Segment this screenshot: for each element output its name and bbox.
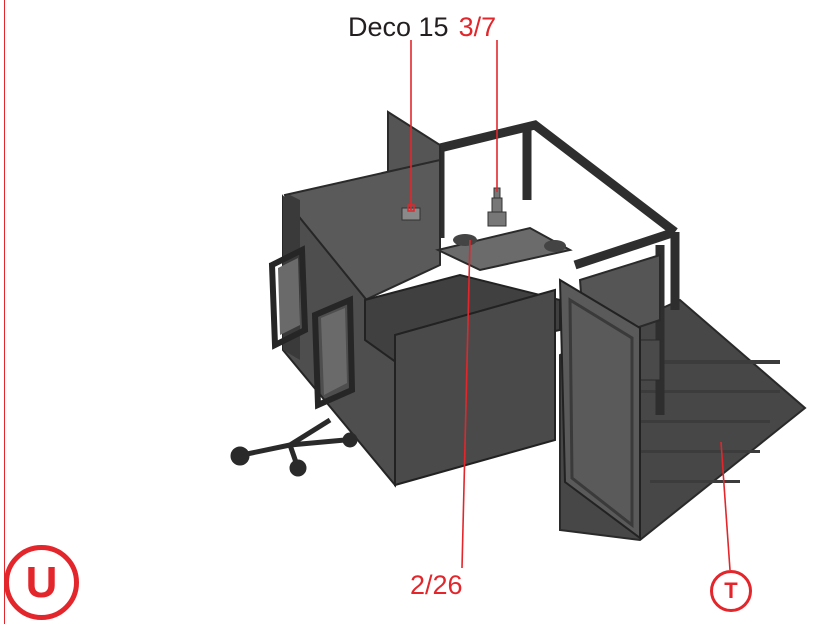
page-title: Deco 15 3/7 bbox=[348, 10, 496, 44]
stage-top bbox=[435, 226, 573, 272]
small-statue bbox=[487, 187, 507, 227]
front-door-panel bbox=[558, 278, 641, 540]
part-reference-label: 2/26 bbox=[410, 570, 463, 600]
circle-u-icon: U bbox=[4, 545, 79, 620]
page-border-line bbox=[4, 0, 5, 624]
tripod-stand bbox=[230, 417, 358, 477]
circle-t-icon: T bbox=[710, 570, 752, 612]
front-wall bbox=[394, 288, 556, 487]
step-reference: 3/7 bbox=[458, 12, 497, 42]
left-windows bbox=[268, 245, 356, 410]
model-name: Deco 15 bbox=[348, 12, 449, 42]
leader-lines bbox=[410, 40, 731, 571]
floor-texture bbox=[630, 360, 780, 483]
